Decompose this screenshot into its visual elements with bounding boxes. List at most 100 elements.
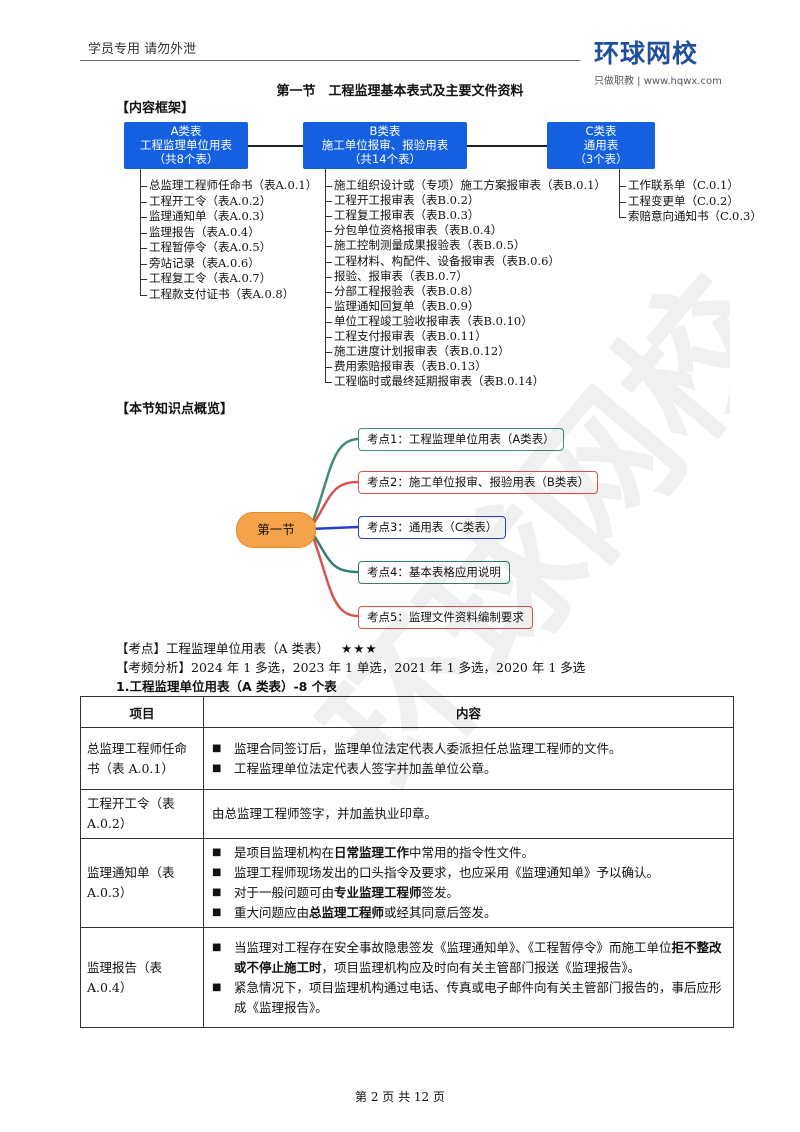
bullet-text: 监理工程师现场发出的口头指令及要求，也应采用《监理通知单》予以确认。 — [234, 863, 659, 883]
bullet-item: ■ 工程监理单位法定代表人签字并加盖单位公章。 — [212, 759, 725, 779]
square-bullet-icon: ■ — [212, 887, 222, 898]
text-segment: 是项目监理机构在 — [234, 845, 335, 860]
category-box-2: B类表施工单位报审、报验用表（共14个表） — [303, 122, 467, 169]
bullet-text: 工程监理单位法定代表人签字并加盖单位公章。 — [234, 759, 497, 779]
category-box-line: A类表 — [170, 124, 202, 138]
form-list-item: 监理通知回复单（表B.0.9） — [324, 298, 480, 313]
form-list-item: 报验、报审表（表B.0.7） — [325, 268, 468, 283]
form-list-item: 工程复工报审表（表B.0.3） — [324, 208, 480, 223]
text-segment: 监理工程师现场发出的口头指令及要求，也应采用《监理通知单》予以确认。 — [234, 865, 660, 880]
form-list-item: 工程支付报审表（表B.0.11） — [325, 329, 487, 343]
tree-trunk — [619, 169, 620, 217]
framework-heading: 【内容框架】 — [116, 101, 195, 116]
importance-stars: ★★★ — [341, 641, 378, 656]
text-segment: 或经其同意后签发。 — [384, 905, 497, 920]
text-segment: 对于一般问题可由 — [234, 885, 335, 900]
table-row: 监理报告（表 A.0.4）■当监理对工程存在安全事故隐患签发《监理通知单》、《工… — [80, 927, 734, 1028]
form-list-item: 分包单位资格报审表（表B.0.4） — [324, 223, 503, 238]
table-item-cell: 工程开工令（表 A.0.2） — [80, 789, 204, 839]
table-row: 总监理工程师任命书（表 A.0.1）■监理合同签订后，监理单位法定代表人委派担任… — [80, 727, 734, 790]
table-row: 工程开工令（表 A.0.2） 由总监理工程师签字，并加盖执业印章。 — [80, 789, 734, 839]
bullet-item: ■是项目监理机构在日常监理工作中常用的指令性文件。 — [212, 843, 725, 863]
header-item: 项目 — [80, 696, 204, 728]
connector-b-c — [467, 145, 547, 147]
kaodian-text: 【考点】工程监理单位用表（A 类表） — [116, 641, 330, 656]
mindmap-node-5: 考点5：监理文件资料编制要求 — [358, 606, 533, 629]
emphasis-text: 日常监理工作 — [334, 845, 410, 860]
square-bullet-icon: ■ — [212, 867, 222, 878]
header-confidential-note: 学员专用 请勿外泄 — [88, 42, 197, 57]
form-list-item: 工程变更单（C.0.2） — [619, 193, 739, 208]
table-content-cell: ■是项目监理机构在日常监理工作中常用的指令性文件。 ■ 监理工程师现场发出的口头指令… — [203, 838, 734, 928]
table-row: 监理通知单（表 A.0.3）■是项目监理机构在日常监理工作中常用的指令性文件。■… — [80, 838, 734, 928]
form-list-item: 工程材料、构配件、设备报审表（表B.0.6） — [325, 253, 560, 268]
square-bullet-icon: ■ — [212, 941, 222, 953]
category-box-line: （3个表） — [574, 152, 628, 166]
table-content-cell: ■监理合同签订后，监理单位法定代表人委派担任总监理工程师的文件。 ■ 工程监理单位法… — [203, 727, 734, 790]
category-box-line: （共8个表） — [153, 152, 219, 166]
mindmap-branch-5 — [308, 528, 359, 618]
form-list-item: 工程复工令（表A.0.7） — [139, 271, 272, 285]
bullet-item: ■ 监理工程师现场发出的口头指令及要求，也应采用《监理通知单》予以确认。 — [212, 863, 725, 883]
form-list-item: 工程临时或最终延期报审表（表B.0.14） — [324, 374, 545, 389]
bullet-item: ■当监理对工程存在安全事故隐患签发《监理通知单》、《工程暂停令》而施工单位拒不整… — [212, 938, 725, 978]
mindmap-branch-2 — [308, 480, 359, 530]
form-list-item: 费用索赔报审表（表B.0.13） — [325, 359, 487, 374]
text-segment: 紧急情况下，项目监理机构通过电话、传真或电子邮件向有关主管部门报告的，事后应形成… — [234, 979, 722, 1015]
section-title: 第一节 工程监理基本表式及主要文件资料 — [276, 84, 524, 99]
a-class-forms-table: 项目 内容 总监理工程师任命书（表 A.0.1）■监理合同签订后，监理单位法定代… — [80, 696, 734, 1028]
mindmap-branch-3 — [309, 525, 359, 531]
form-list-item: 工程暂停令（表A.0.5） — [139, 240, 272, 254]
form-list-item: 施工组织设计或（专项）施工方案报审表（表B.0.1） — [325, 178, 606, 192]
bullet-item: ■ 对于一般问题可由专业监理工程师签发。 — [212, 883, 725, 903]
mindmap-connectors — [308, 437, 359, 618]
category-box-3: C类表通用表（3个表） — [547, 122, 655, 169]
mindmap-node-2: 考点2：施工单位报审、报验用表（B类表） — [358, 471, 599, 494]
bullet-text: 对于一般问题可由专业监理工程师签发。 — [234, 883, 459, 903]
category-box-line: C类表 — [585, 124, 617, 138]
form-list-item: 监理通知单（表A.0.3） — [139, 209, 272, 223]
square-bullet-icon: ■ — [212, 762, 222, 774]
form-list-item: 监理报告（表A.0.4） — [140, 224, 260, 239]
mindmap-branch-4 — [308, 528, 359, 574]
bullet-text: 监理合同签订后，监理单位法定代表人委派担任总监理工程师的文件。 — [234, 739, 622, 759]
page-number: 第 2 页 共 12 页 — [355, 1090, 445, 1104]
table-item-cell: 监理通知单（表 A.0.3） — [80, 838, 204, 928]
mindmap-node-1: 考点1：工程监理单位用表（A类表） — [358, 428, 564, 451]
category-box-1: A类表工程监理单位用表（共8个表） — [124, 122, 248, 169]
text-segment: 当监理对工程存在安全事故隐患签发《监理通知单》、《工程暂停令》而施工单位 — [234, 939, 672, 955]
text-segment: 签发。 — [421, 885, 460, 900]
mindmap-root: 第一节 — [236, 512, 316, 548]
form-list-item: 单位工程竣工验收报审表（表B.0.10） — [325, 313, 533, 328]
table-item-cell: 总监理工程师任命书（表 A.0.1） — [80, 727, 204, 790]
header-rule — [80, 60, 580, 61]
form-list-item: 索赔意向通知书（C.0.3） — [619, 209, 762, 223]
category-box-line: （共14个表） — [348, 152, 422, 166]
bullet-item: ■ 紧急情况下，项目监理机构通过电话、传真或电子邮件向有关主管部门报告的，事后应形… — [212, 978, 725, 1018]
table-header-row: 项目 内容 — [80, 696, 734, 728]
text-segment: 工程监理单位法定代表人签字并加盖单位公章。 — [234, 760, 497, 776]
content-text: 由总监理工程师签字，并加盖执业印章。 — [212, 806, 438, 821]
overview-heading: 【本节知识点概览】 — [116, 402, 234, 417]
table-content-cell: 由总监理工程师签字，并加盖执业印章。 — [203, 789, 734, 839]
category-box-line: 工程监理单位用表 — [140, 138, 232, 152]
bullet-item: ■监理合同签订后，监理单位法定代表人委派担任总监理工程师的文件。 — [212, 739, 725, 759]
form-list-item: 工作联系单（C.0.1） — [619, 178, 739, 192]
tree-trunk — [325, 169, 326, 383]
text-segment: 监理合同签订后，监理单位法定代表人委派担任总监理工程师的文件。 — [234, 740, 622, 756]
category-box-line: B类表 — [369, 124, 401, 138]
emphasis-text: 总监理工程师 — [309, 905, 385, 920]
bullet-text: 重大问题应由总监理工程师或经其同意后签发。 — [234, 903, 497, 923]
square-bullet-icon: ■ — [212, 981, 222, 993]
emphasis-text: 专业监理工程师 — [334, 885, 422, 900]
form-list-item: 工程款支付证书（表A.0.8） — [139, 286, 295, 301]
category-box-line: 施工单位报审、报验用表 — [321, 138, 449, 152]
logo-text: 环球网校 — [594, 39, 699, 68]
bullet-text: 紧急情况下，项目监理机构通过电话、传真或电子邮件向有关主管部门报告的，事后应形成… — [234, 978, 725, 1018]
table-content-cell: ■当监理对工程存在安全事故隐患签发《监理通知单》、《工程暂停令》而施工单位拒不整… — [203, 927, 734, 1028]
mindmap-branch-1 — [308, 437, 359, 530]
tree-trunk — [140, 169, 141, 295]
mindmap-node-3: 考点3：通用表（C类表） — [358, 516, 507, 539]
logo-tagline: 只做职教 | www.hqwx.com — [594, 76, 722, 87]
bullet-item: ■重大问题应由总监理工程师或经其同意后签发。 — [212, 903, 725, 923]
